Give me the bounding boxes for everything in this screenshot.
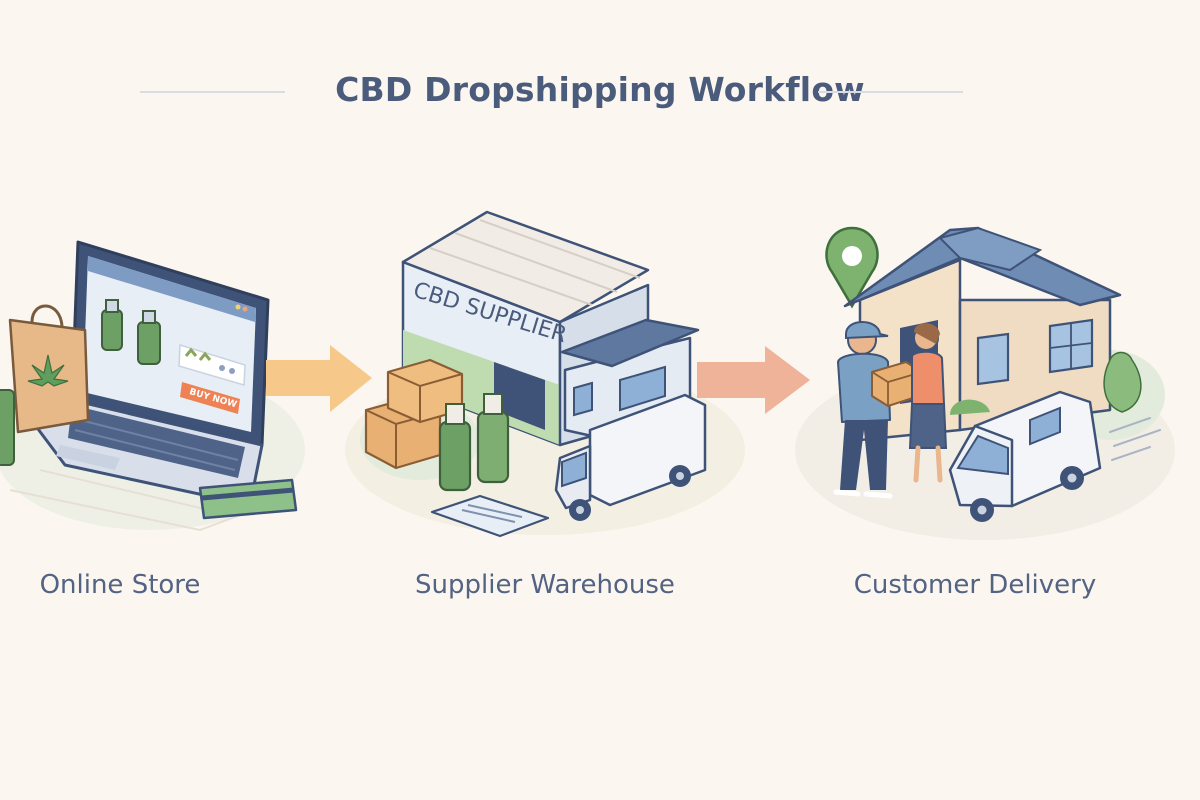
delivery-truck-icon xyxy=(554,393,707,521)
online-store-scene: BUY NOW xyxy=(0,240,305,532)
cbd-bottles-icon xyxy=(438,393,510,492)
location-pin-icon xyxy=(825,226,879,309)
supplier-warehouse-scene: CBD SUPPLIER xyxy=(345,210,745,538)
boxes-icon xyxy=(364,358,464,470)
warehouse-icon: CBD SUPPLIER xyxy=(401,210,700,447)
step-label-customer-delivery: Customer Delivery xyxy=(853,570,1097,600)
customer-person-icon xyxy=(908,323,948,483)
step-label-supplier-warehouse: Supplier Warehouse xyxy=(415,570,675,600)
diagram-title: CBD Dropshipping Workflow xyxy=(335,70,865,109)
shopping-bag-icon xyxy=(8,304,90,434)
title-divider-right xyxy=(818,91,963,93)
credit-card-icon xyxy=(198,478,298,520)
arrow-store-to-warehouse xyxy=(266,345,372,412)
customer-delivery-scene xyxy=(795,226,1175,540)
laptop-icon: BUY NOW xyxy=(18,240,270,507)
title-divider-left xyxy=(140,91,285,93)
arrow-warehouse-to-customer xyxy=(697,346,810,414)
delivery-van-icon xyxy=(948,390,1161,522)
step-label-online-store: Online Store xyxy=(39,570,201,600)
clipboard-icon xyxy=(430,494,550,538)
title-row: CBD Dropshipping Workflow xyxy=(0,62,1200,122)
